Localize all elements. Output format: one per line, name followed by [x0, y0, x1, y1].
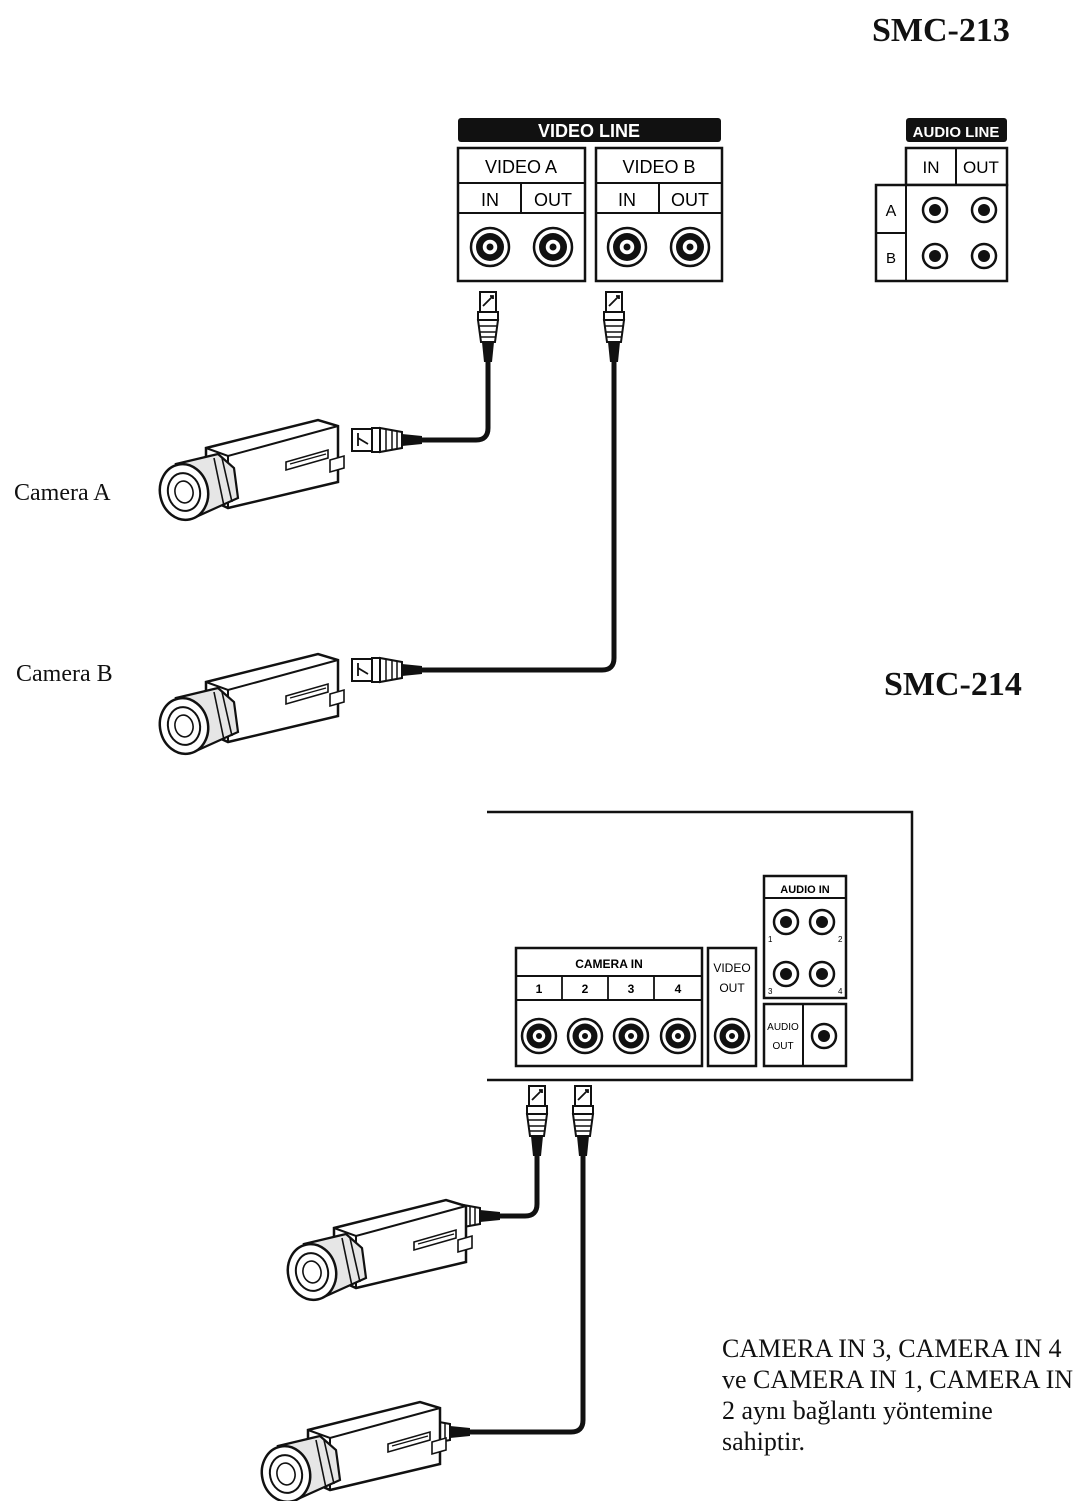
smc214-title: SMC-214 — [884, 666, 1022, 703]
audio-in-num-3: 3 — [768, 987, 773, 996]
video-b-in-jack[interactable] — [606, 226, 648, 268]
smc214-chassis-outline — [487, 810, 914, 1082]
camera-in-1-jack[interactable] — [520, 1017, 558, 1055]
audio-line-header-bar — [906, 118, 1007, 142]
audio-b-in-jack[interactable] — [921, 242, 949, 270]
cable-camera-in-2 — [470, 1156, 586, 1435]
connection-diagram: SMC-213 SMC-214 Camera A Camera B CAMERA… — [14, 12, 1073, 1501]
camera-in-4-jack[interactable] — [659, 1017, 697, 1055]
camera-in-ch3-label: 3 — [628, 982, 635, 996]
audio-a-in-jack[interactable] — [921, 196, 949, 224]
audio-out-jack[interactable] — [810, 1022, 838, 1050]
video-line-header: VIDEO LINE — [538, 121, 640, 141]
video-out-label-line1: VIDEO — [713, 961, 750, 975]
audio-in-2-jack[interactable] — [808, 908, 836, 936]
audio-row-a-label: A — [886, 203, 897, 220]
smc214-cables — [399, 1085, 594, 1445]
camera-in-header: CAMERA IN — [575, 957, 643, 971]
audio-in-num-2: 2 — [838, 935, 843, 944]
audio-line-out-label: OUT — [963, 158, 999, 177]
video-a-out-label: OUT — [534, 190, 572, 210]
smc213-title: SMC-213 — [872, 12, 1010, 49]
camera-in-2-jack[interactable] — [566, 1017, 604, 1055]
camera-1-icon — [281, 1198, 474, 1306]
bnc-plug-camera-a — [351, 427, 423, 453]
camera-b-label: Camera B — [16, 661, 113, 687]
audio-in-4-jack[interactable] — [808, 960, 836, 988]
audio-in-num-1: 1 — [768, 935, 773, 944]
video-b-out-jack[interactable] — [669, 226, 711, 268]
audio-out-label-line2: OUT — [772, 1041, 793, 1052]
connection-note: CAMERA IN 3, CAMERA IN 4 ve CAMERA IN 1,… — [722, 1333, 1073, 1457]
video-out-label-line2: OUT — [719, 981, 745, 995]
bnc-plug-camera-in-2 — [572, 1085, 594, 1157]
camera-in-ch1-label: 1 — [536, 982, 543, 996]
audio-a-out-jack[interactable] — [970, 196, 998, 224]
camera-a-icon — [153, 418, 346, 526]
note-line-1: CAMERA IN 3, CAMERA IN 4 — [722, 1334, 1062, 1363]
camera-in-ch4-label: 4 — [675, 982, 682, 996]
camera-b-icon — [153, 652, 346, 760]
audio-out-label-line1: AUDIO — [767, 1022, 799, 1033]
video-line-header-bar — [458, 118, 721, 142]
camera-2-icon — [255, 1400, 448, 1501]
note-line-3: 2 aynı bağlantı yöntemine — [722, 1396, 993, 1425]
note-line-4: sahiptir. — [722, 1427, 806, 1456]
video-a-label: VIDEO A — [485, 157, 557, 177]
cable-camera-b — [422, 362, 617, 673]
audio-row-b-label: B — [886, 250, 896, 267]
audio-in-3-jack[interactable] — [772, 960, 800, 988]
video-a-out-jack[interactable] — [532, 226, 574, 268]
diagram-svg: VIDEO LINE VIDEO A IN OUT VIDEO B IN OUT — [153, 118, 1009, 1501]
bnc-plug-camera-b — [351, 657, 423, 683]
audio-line-header: AUDIO LINE — [913, 124, 1000, 141]
video-out-jack[interactable] — [713, 1017, 751, 1055]
note-line-2: ve CAMERA IN 1, CAMERA IN — [722, 1365, 1073, 1394]
video-b-out-label: OUT — [671, 190, 709, 210]
audio-in-num-4: 4 — [838, 987, 843, 996]
video-out-block — [706, 946, 758, 1068]
audio-in-header: AUDIO IN — [780, 884, 830, 896]
video-b-in-label: IN — [618, 190, 636, 210]
video-line-panel: VIDEO LINE VIDEO A IN OUT VIDEO B IN OUT — [456, 118, 724, 283]
bnc-plug-video-a-in — [477, 291, 499, 363]
cable-camera-in-1 — [500, 1156, 540, 1219]
video-b-label: VIDEO B — [622, 157, 695, 177]
video-a-in-label: IN — [481, 190, 499, 210]
audio-line-panel: AUDIO LINE IN OUT A B — [874, 118, 1009, 283]
bnc-plug-video-b-in — [603, 291, 625, 363]
audio-b-out-jack[interactable] — [970, 242, 998, 270]
camera-in-3-jack[interactable] — [612, 1017, 650, 1055]
audio-in-1-jack[interactable] — [772, 908, 800, 936]
smc213-cables — [351, 291, 625, 683]
camera-a-label: Camera A — [14, 480, 111, 506]
camera-in-ch2-label: 2 — [582, 982, 589, 996]
cable-camera-a — [422, 362, 491, 443]
smc214-rear-panel: CAMERA IN 1 2 3 4 VIDEO OUT AUDIO IN 1 2 — [487, 810, 914, 1082]
audio-line-in-label: IN — [923, 158, 940, 177]
bnc-plug-camera-in-1 — [526, 1085, 548, 1157]
video-a-in-jack[interactable] — [469, 226, 511, 268]
